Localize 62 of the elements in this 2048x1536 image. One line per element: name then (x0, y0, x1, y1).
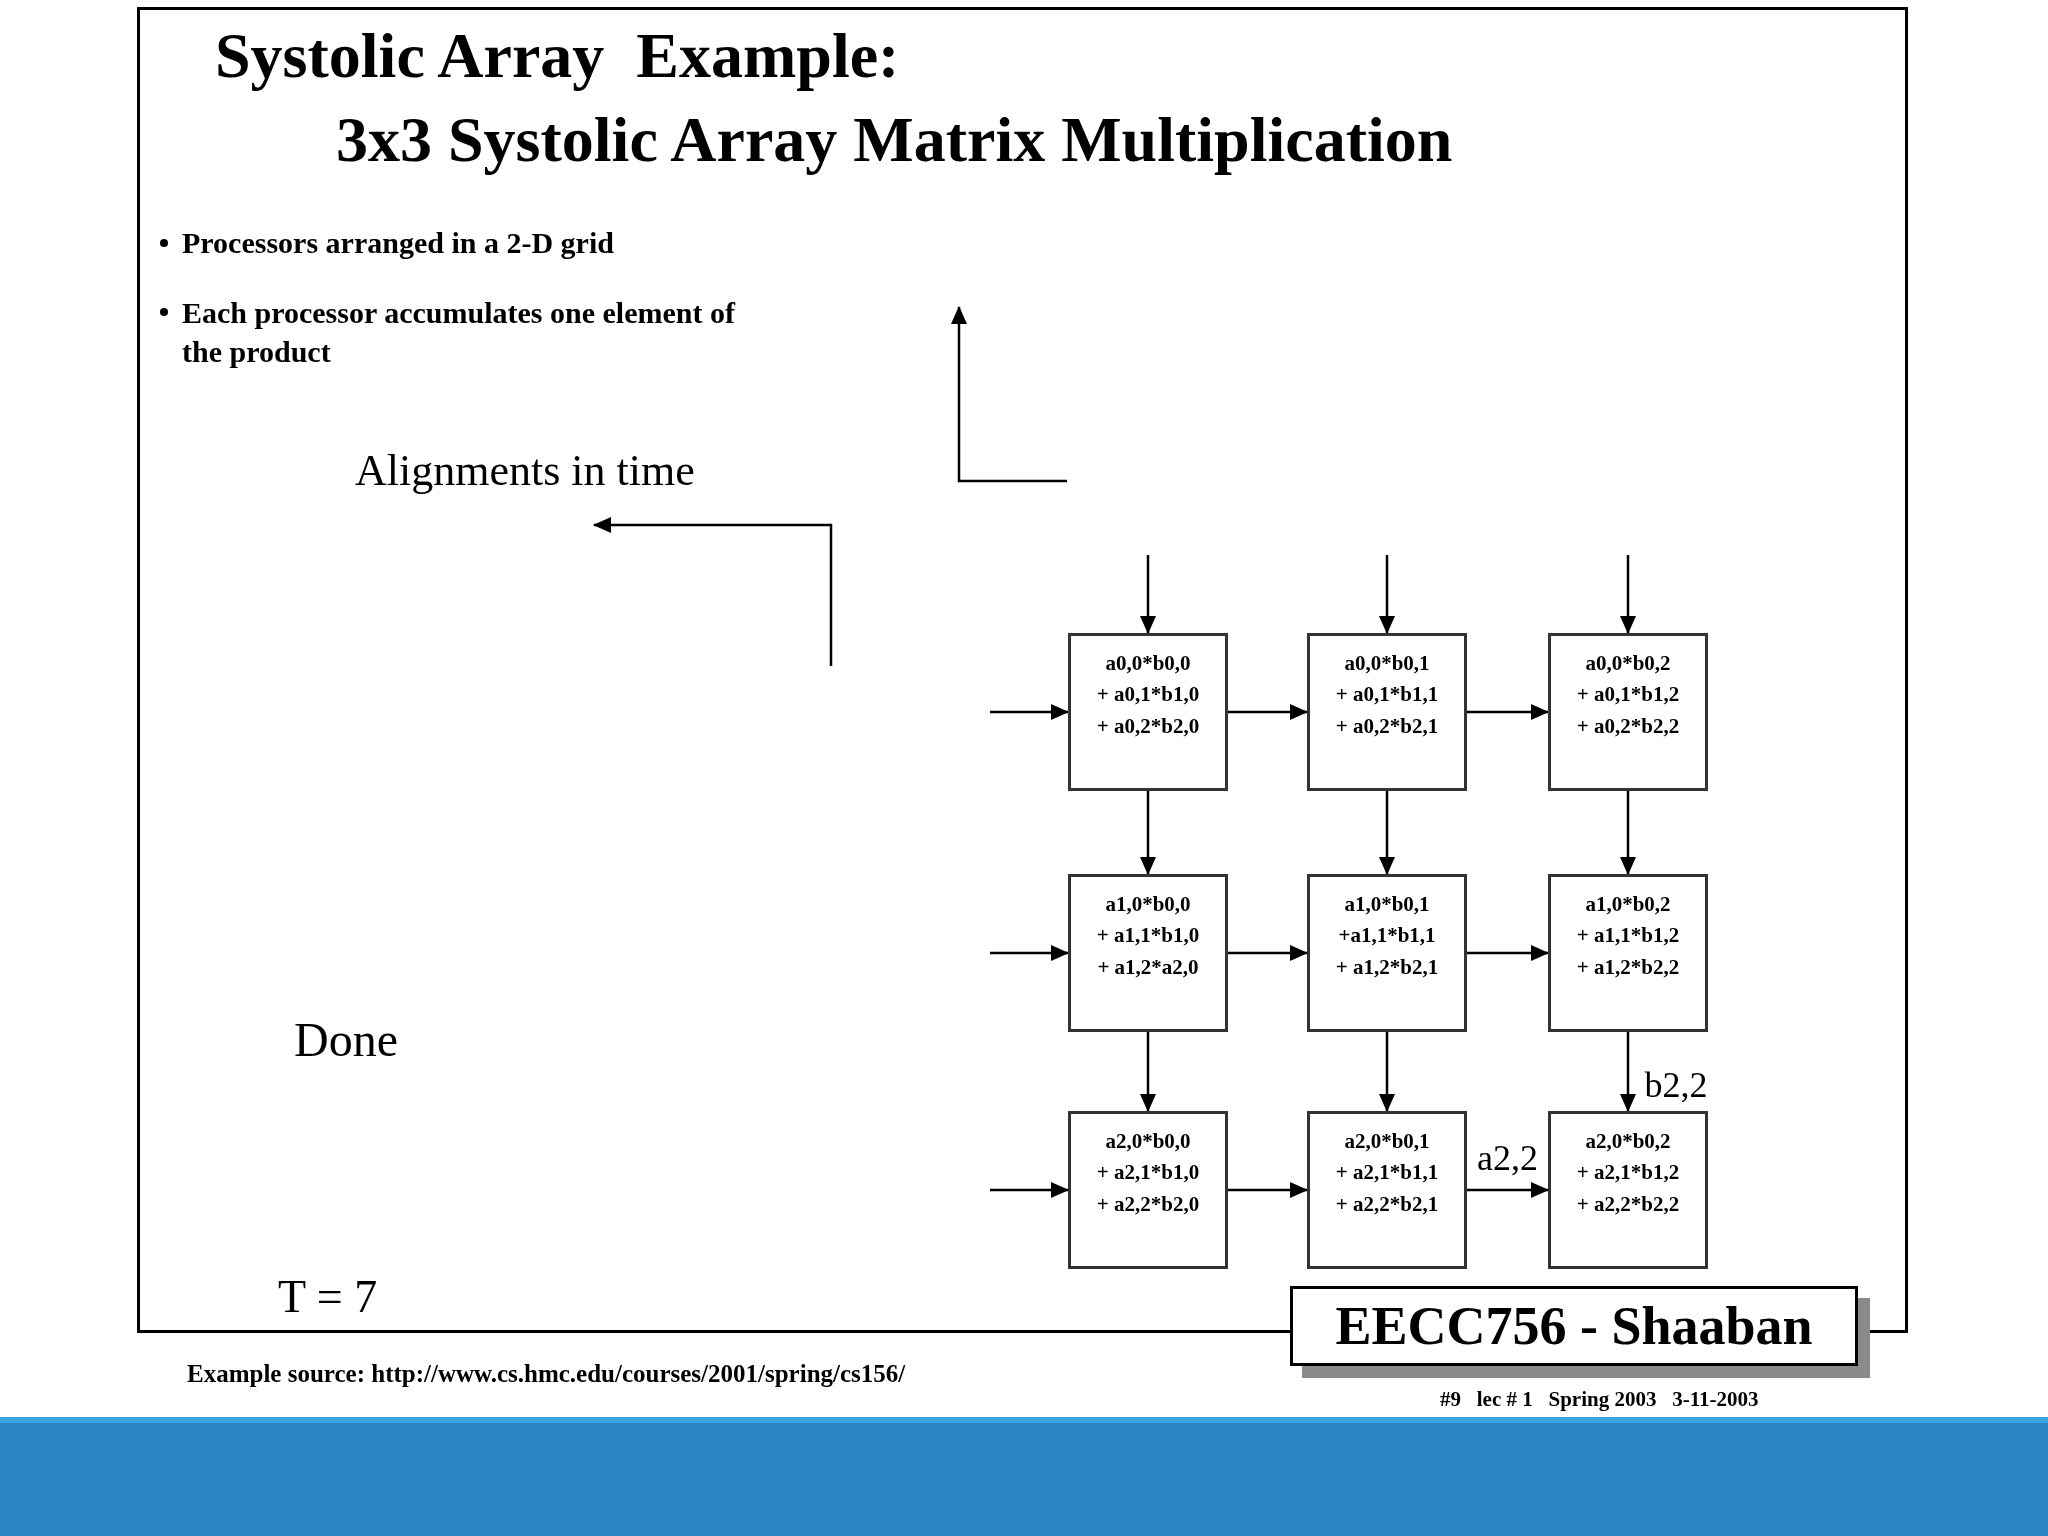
bullet-text: Each processor accumulates one element of the product (182, 295, 737, 370)
slide-info: #9 lec # 1 Spring 2003 3-11-2003 (1440, 1386, 1759, 1413)
arrow (1620, 555, 1636, 634)
arrow (1467, 704, 1549, 720)
processor-cell (1548, 1111, 1708, 1269)
cell-formula: + a0,2*b2,2 (1576, 712, 1680, 740)
arrow (1228, 945, 1308, 961)
cell-formula: + a1,1*b1,2 (1576, 922, 1680, 950)
cell-formula: + a1,2*b2,2 (1576, 953, 1680, 981)
time-step-label: T = 7 (278, 1270, 378, 1324)
cell-formula: + a0,2*b2,1 (1335, 712, 1439, 740)
processor-cell (1068, 1111, 1228, 1269)
cell-formula: a1,0*b0,1 (1344, 890, 1430, 918)
cell-formula: + a0,1*b1,2 (1576, 681, 1680, 709)
processor-cell (1307, 1111, 1467, 1269)
arrow (1467, 945, 1549, 961)
arrow (1379, 555, 1395, 634)
cell-formula: + a2,2*b2,2 (1576, 1190, 1680, 1218)
arrow (1620, 791, 1636, 875)
cell-formula: + a0,2*b2,0 (1096, 712, 1200, 740)
processor-cell (1307, 633, 1467, 791)
arrow (1140, 555, 1156, 634)
cell-formula: a0,0*b0,0 (1105, 649, 1191, 677)
cell-formula: + a1,2*b2,1 (1335, 953, 1439, 981)
cell-formula: a2,0*b0,1 (1344, 1127, 1430, 1155)
cell-formula: +a1,1*b1,1 (1338, 922, 1436, 950)
arrow (1140, 791, 1156, 875)
arrow (990, 945, 1069, 961)
arrow (990, 704, 1069, 720)
processor-cell (1068, 874, 1228, 1032)
cell-formula: + a1,1*b1,0 (1096, 922, 1200, 950)
cell-formula: + a1,2*a2,0 (1097, 953, 1199, 981)
cell-formula: + a2,2*b2,0 (1096, 1190, 1200, 1218)
cell-formula: a0,0*b0,1 (1344, 649, 1430, 677)
cell-formula: + a0,1*b1,1 (1335, 681, 1439, 709)
status-text: Done (294, 1012, 398, 1068)
cell-formula: a2,0*b0,0 (1105, 1127, 1191, 1155)
arrow (1379, 1032, 1395, 1112)
cell-formula: + a0,1*b1,0 (1096, 681, 1200, 709)
cell-formula: a2,0*b0,2 (1585, 1127, 1671, 1155)
arrow (1228, 704, 1308, 720)
arrow (1620, 1032, 1636, 1112)
source-note: Example source: http://www.cs.hmc.edu/courses/2001/spring/cs156/ (187, 1359, 906, 1389)
processor-cell (1068, 633, 1228, 791)
processor-cell (1548, 633, 1708, 791)
arrow (990, 1182, 1069, 1198)
footer-title: EECC756 - Shaaban (1290, 1286, 1858, 1366)
cell-formula: + a2,1*b1,1 (1335, 1159, 1439, 1187)
cell-formula: a0,0*b0,2 (1585, 649, 1671, 677)
cell-formula: + a2,1*b1,0 (1096, 1159, 1200, 1187)
arrow (1228, 1182, 1308, 1198)
arrow (1140, 1032, 1156, 1112)
bullet-text: Processors arranged in a 2-D grid (182, 225, 614, 261)
arrow (1467, 1182, 1549, 1198)
cell-formula: + a2,1*b1,2 (1576, 1159, 1680, 1187)
cell-formula: + a2,2*b2,1 (1335, 1190, 1439, 1218)
processor-cell (1307, 874, 1467, 1032)
annotation-text: Alignments in time (355, 445, 695, 497)
arrow (1379, 791, 1395, 875)
cell-formula: a1,0*b0,0 (1105, 890, 1191, 918)
processor-cell (1548, 874, 1708, 1032)
cell-formula: a1,0*b0,2 (1585, 890, 1671, 918)
